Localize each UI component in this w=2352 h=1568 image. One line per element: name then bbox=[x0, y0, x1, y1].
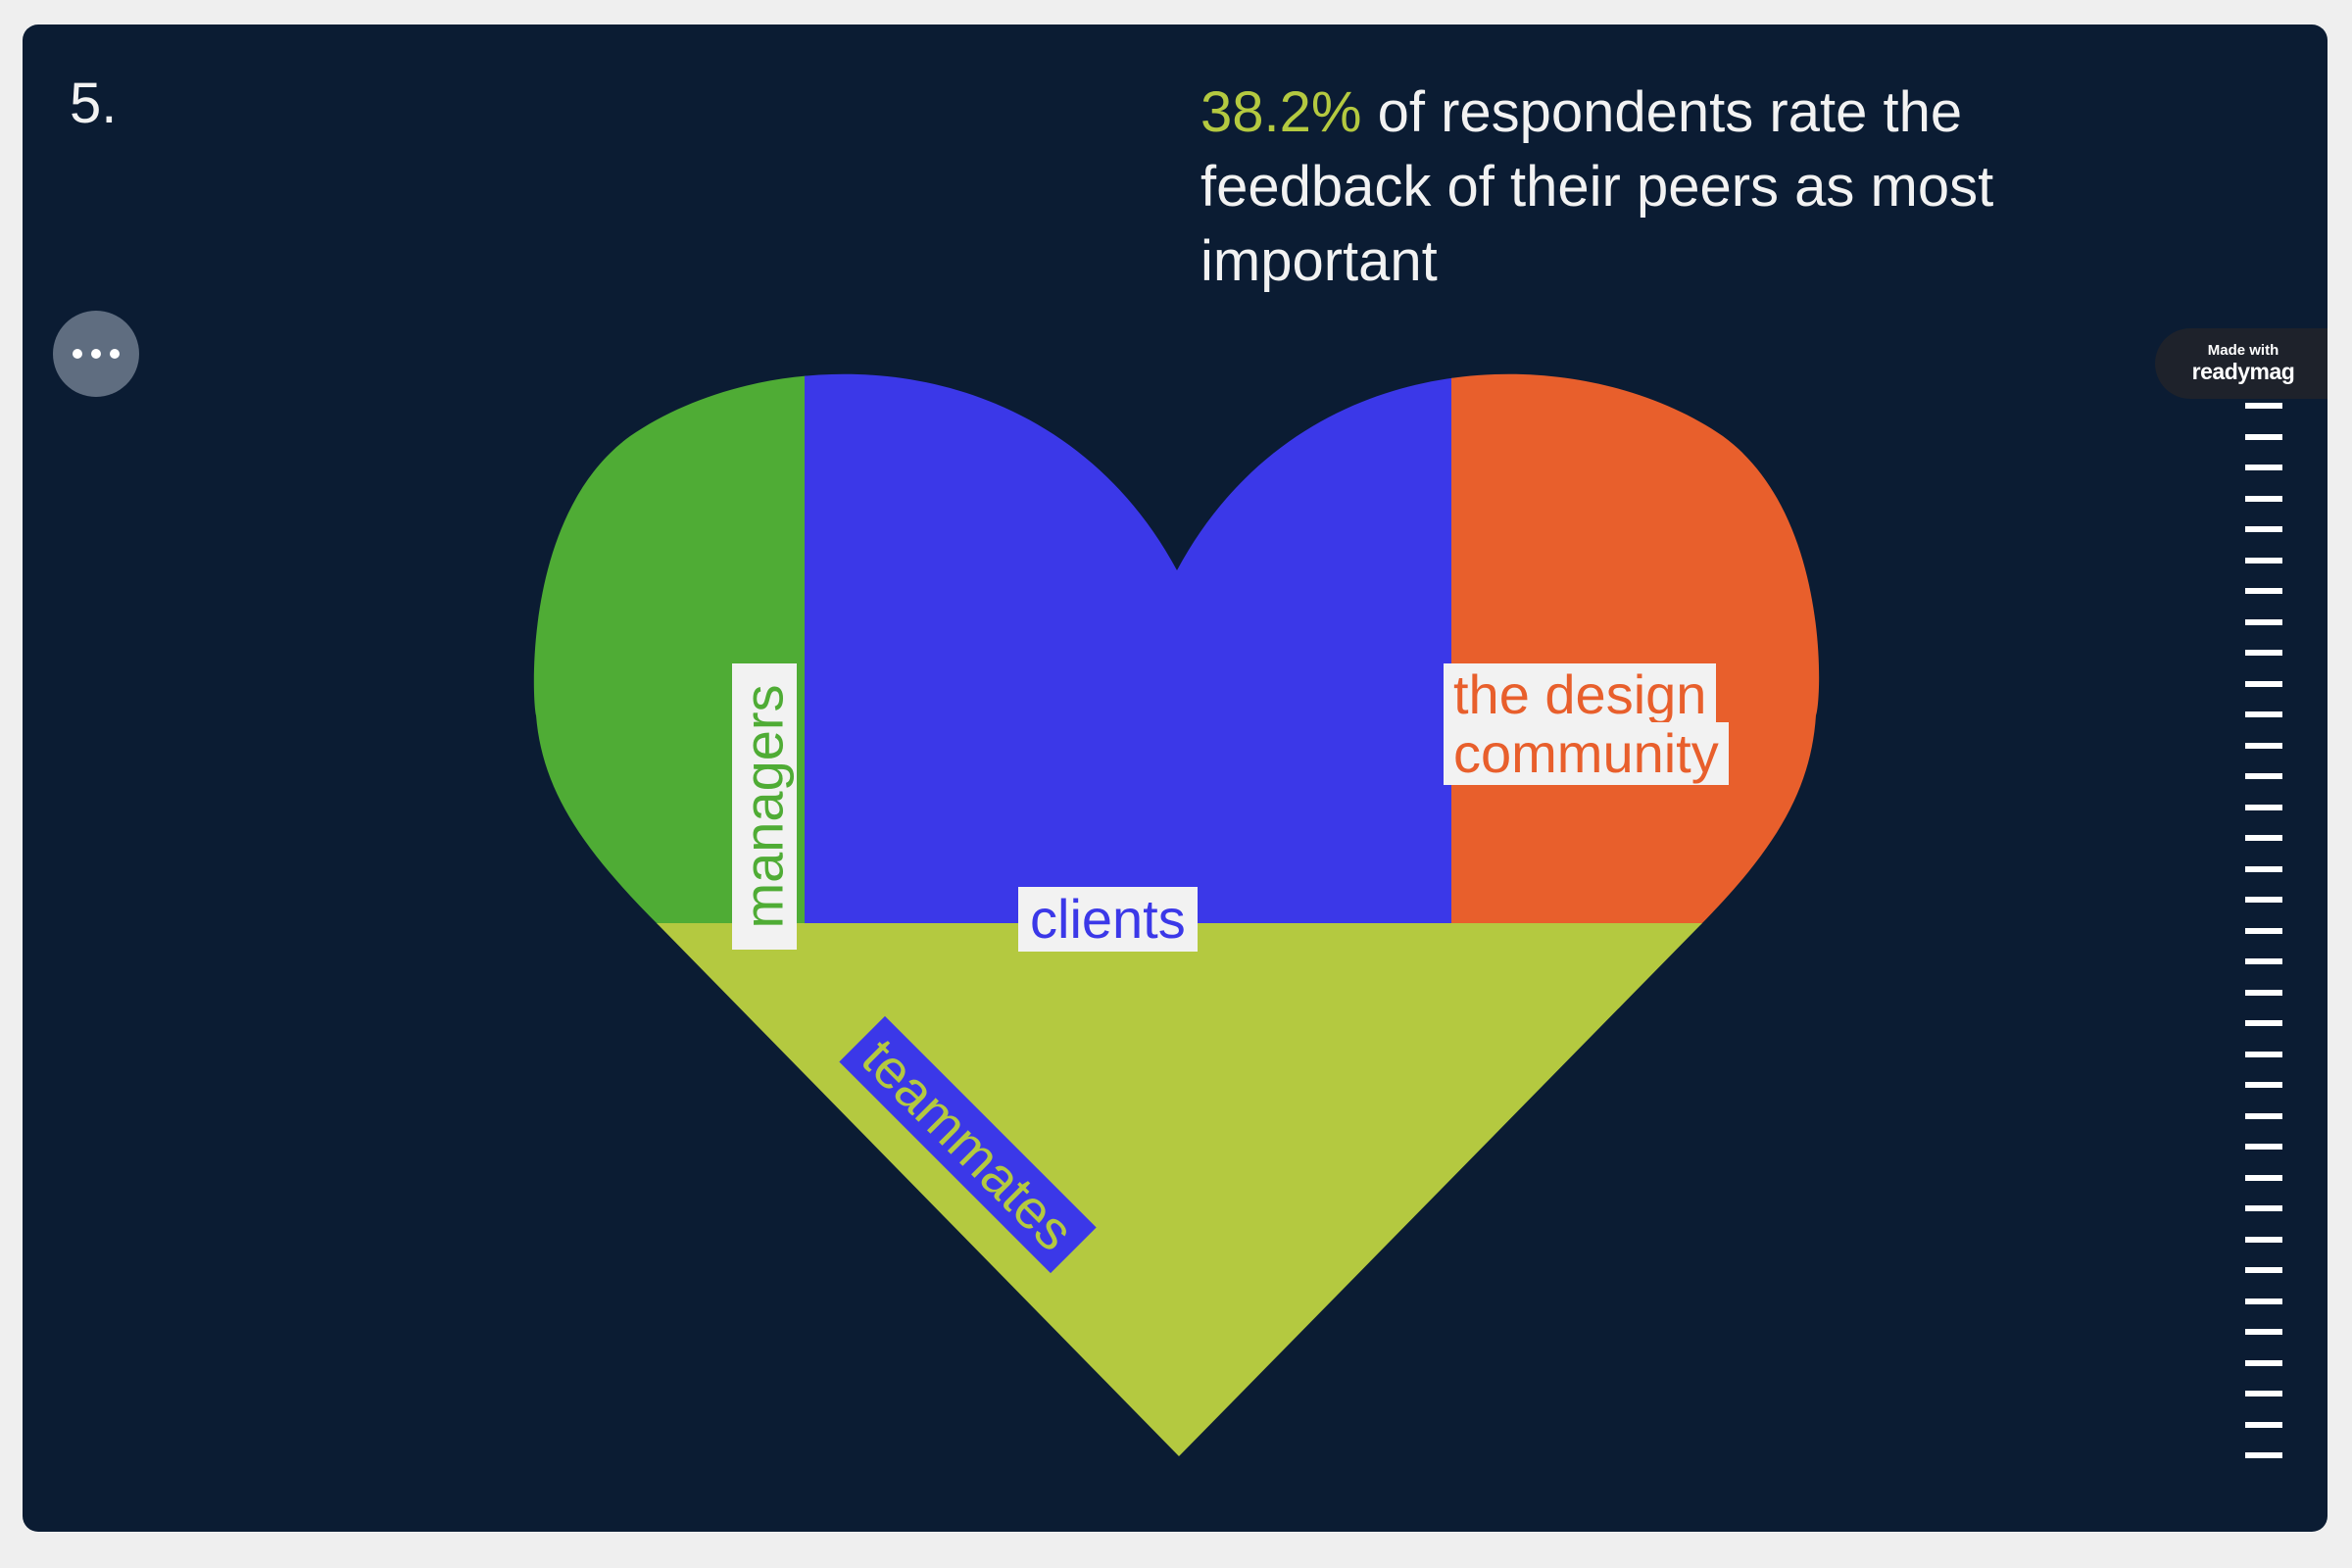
nav-tick[interactable] bbox=[2245, 1112, 2282, 1119]
nav-tick[interactable] bbox=[2245, 1205, 2282, 1211]
nav-tick[interactable] bbox=[2245, 1236, 2282, 1243]
nav-tick[interactable] bbox=[2245, 1051, 2282, 1057]
heart-chart bbox=[533, 373, 1820, 1456]
nav-tick[interactable] bbox=[2245, 1144, 2282, 1150]
nav-tick[interactable] bbox=[2245, 433, 2282, 440]
label-managers: managers bbox=[732, 663, 797, 950]
slide-number: 5. bbox=[70, 72, 118, 135]
nav-tick[interactable] bbox=[2245, 618, 2282, 625]
nav-tick[interactable] bbox=[2245, 650, 2282, 656]
label-design-community-line1: the design bbox=[1444, 663, 1717, 726]
nav-tick[interactable] bbox=[2245, 897, 2282, 903]
headline-text: of respondents rate the feedback of thei… bbox=[1200, 80, 1994, 293]
segment-clients bbox=[805, 373, 1453, 925]
nav-tick[interactable] bbox=[2245, 1421, 2282, 1428]
nav-tick[interactable] bbox=[2245, 1359, 2282, 1366]
nav-tick[interactable] bbox=[2245, 773, 2282, 779]
nav-tick[interactable] bbox=[2245, 1452, 2282, 1458]
nav-tick[interactable] bbox=[2245, 680, 2282, 687]
nav-tick[interactable] bbox=[2245, 1082, 2282, 1088]
segment-design-community bbox=[1451, 373, 1820, 925]
made-with-readymag-badge[interactable]: Made with readymag bbox=[2155, 328, 2328, 399]
nav-tick[interactable] bbox=[2245, 835, 2282, 841]
nav-tick[interactable] bbox=[2245, 465, 2282, 470]
nav-tick[interactable] bbox=[2245, 989, 2282, 996]
segment-teammates bbox=[533, 923, 1820, 1456]
nav-tick[interactable] bbox=[2245, 1298, 2282, 1304]
nav-tick[interactable] bbox=[2245, 1329, 2282, 1335]
nav-tick[interactable] bbox=[2245, 403, 2282, 409]
label-clients: clients bbox=[1018, 887, 1198, 952]
nav-tick[interactable] bbox=[2245, 958, 2282, 964]
nav-tick[interactable] bbox=[2245, 588, 2282, 594]
headline-percentage: 38.2% bbox=[1200, 80, 1362, 144]
headline: 38.2% of respondents rate the feedback o… bbox=[1200, 75, 2180, 299]
page-navigation[interactable] bbox=[2245, 403, 2284, 1484]
nav-tick[interactable] bbox=[2245, 495, 2282, 502]
nav-tick[interactable] bbox=[2245, 1267, 2282, 1273]
nav-tick[interactable] bbox=[2245, 927, 2282, 934]
nav-tick[interactable] bbox=[2245, 557, 2282, 564]
slide-card: 5. 38.2% of respondents rate the feedbac… bbox=[23, 24, 2328, 1532]
nav-tick[interactable] bbox=[2245, 865, 2282, 872]
more-horizontal-icon bbox=[73, 349, 120, 359]
nav-tick[interactable] bbox=[2245, 804, 2282, 810]
nav-tick[interactable] bbox=[2245, 1020, 2282, 1026]
nav-tick[interactable] bbox=[2245, 1174, 2282, 1181]
nav-tick[interactable] bbox=[2245, 1391, 2282, 1396]
nav-tick[interactable] bbox=[2245, 711, 2282, 717]
label-design-community-line2: community bbox=[1444, 722, 1729, 785]
nav-tick[interactable] bbox=[2245, 526, 2282, 532]
nav-tick[interactable] bbox=[2245, 742, 2282, 749]
menu-button[interactable] bbox=[53, 311, 139, 397]
